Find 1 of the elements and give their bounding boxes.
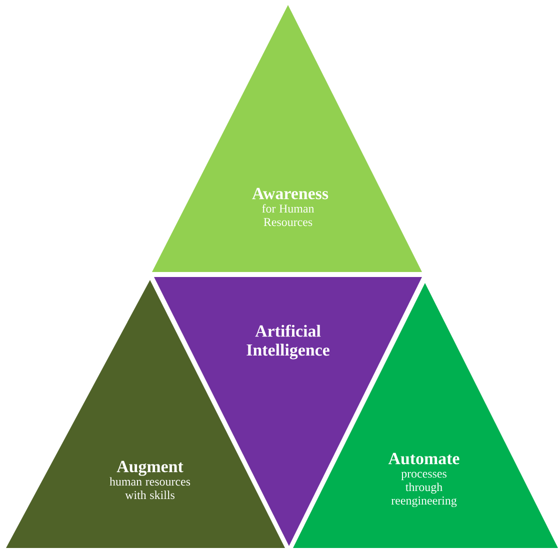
triangle: Awareness for Human Resources: [152, 5, 422, 272]
